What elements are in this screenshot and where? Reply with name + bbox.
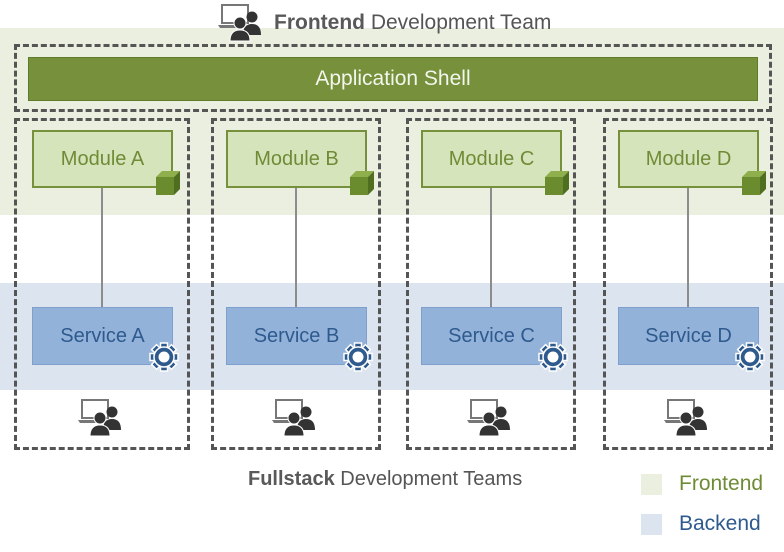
- frontend-title-bold: Frontend: [274, 11, 365, 34]
- gear-icon: [342, 341, 374, 373]
- module-service-connector: [687, 186, 689, 308]
- module-d[interactable]: Module D: [618, 130, 759, 188]
- legend-backend-label: Backend: [679, 512, 761, 535]
- cube-icon: [154, 169, 182, 197]
- application-shell[interactable]: Application Shell: [28, 57, 758, 101]
- module-service-connector: [490, 186, 492, 308]
- cube-icon: [543, 169, 571, 197]
- team-boundary-b: [211, 118, 381, 450]
- cube-icon: [740, 169, 768, 197]
- legend-frontend-label: Frontend: [679, 472, 764, 495]
- gear-icon: [537, 341, 569, 373]
- gear-icon: [148, 341, 180, 373]
- gear-icon: [734, 341, 766, 373]
- cube-icon: [348, 169, 376, 197]
- team-boundary-a: [14, 118, 190, 450]
- team-laptop-icon: [467, 398, 515, 438]
- team-laptop-icon: [272, 398, 320, 438]
- module-service-connector: [295, 186, 297, 308]
- fullstack-teams-title: Fullstack Development Teams: [248, 468, 522, 491]
- frontend-title-rest: Development Team: [370, 11, 552, 34]
- fullstack-title-rest: Development Teams: [340, 468, 523, 490]
- team-laptop-icon: [78, 398, 126, 438]
- module-b[interactable]: Module B: [226, 130, 367, 188]
- service-b[interactable]: Service B: [226, 307, 367, 365]
- frontend-team-boundary: [14, 44, 772, 112]
- team-laptop-icon: [218, 4, 261, 42]
- team-boundary-d: [603, 118, 773, 450]
- module-a[interactable]: Module A: [32, 130, 173, 188]
- legend-frontend-swatch: [641, 474, 662, 495]
- team-laptop-icon: [664, 398, 712, 438]
- module-service-connector: [101, 186, 103, 308]
- legend-backend-swatch: [641, 514, 662, 535]
- fullstack-title-bold: Fullstack: [248, 468, 335, 490]
- module-c[interactable]: Module C: [421, 130, 562, 188]
- frontend-team-title: Frontend Development Team: [218, 4, 552, 42]
- team-boundary-c: [406, 118, 576, 450]
- service-c[interactable]: Service C: [421, 307, 562, 365]
